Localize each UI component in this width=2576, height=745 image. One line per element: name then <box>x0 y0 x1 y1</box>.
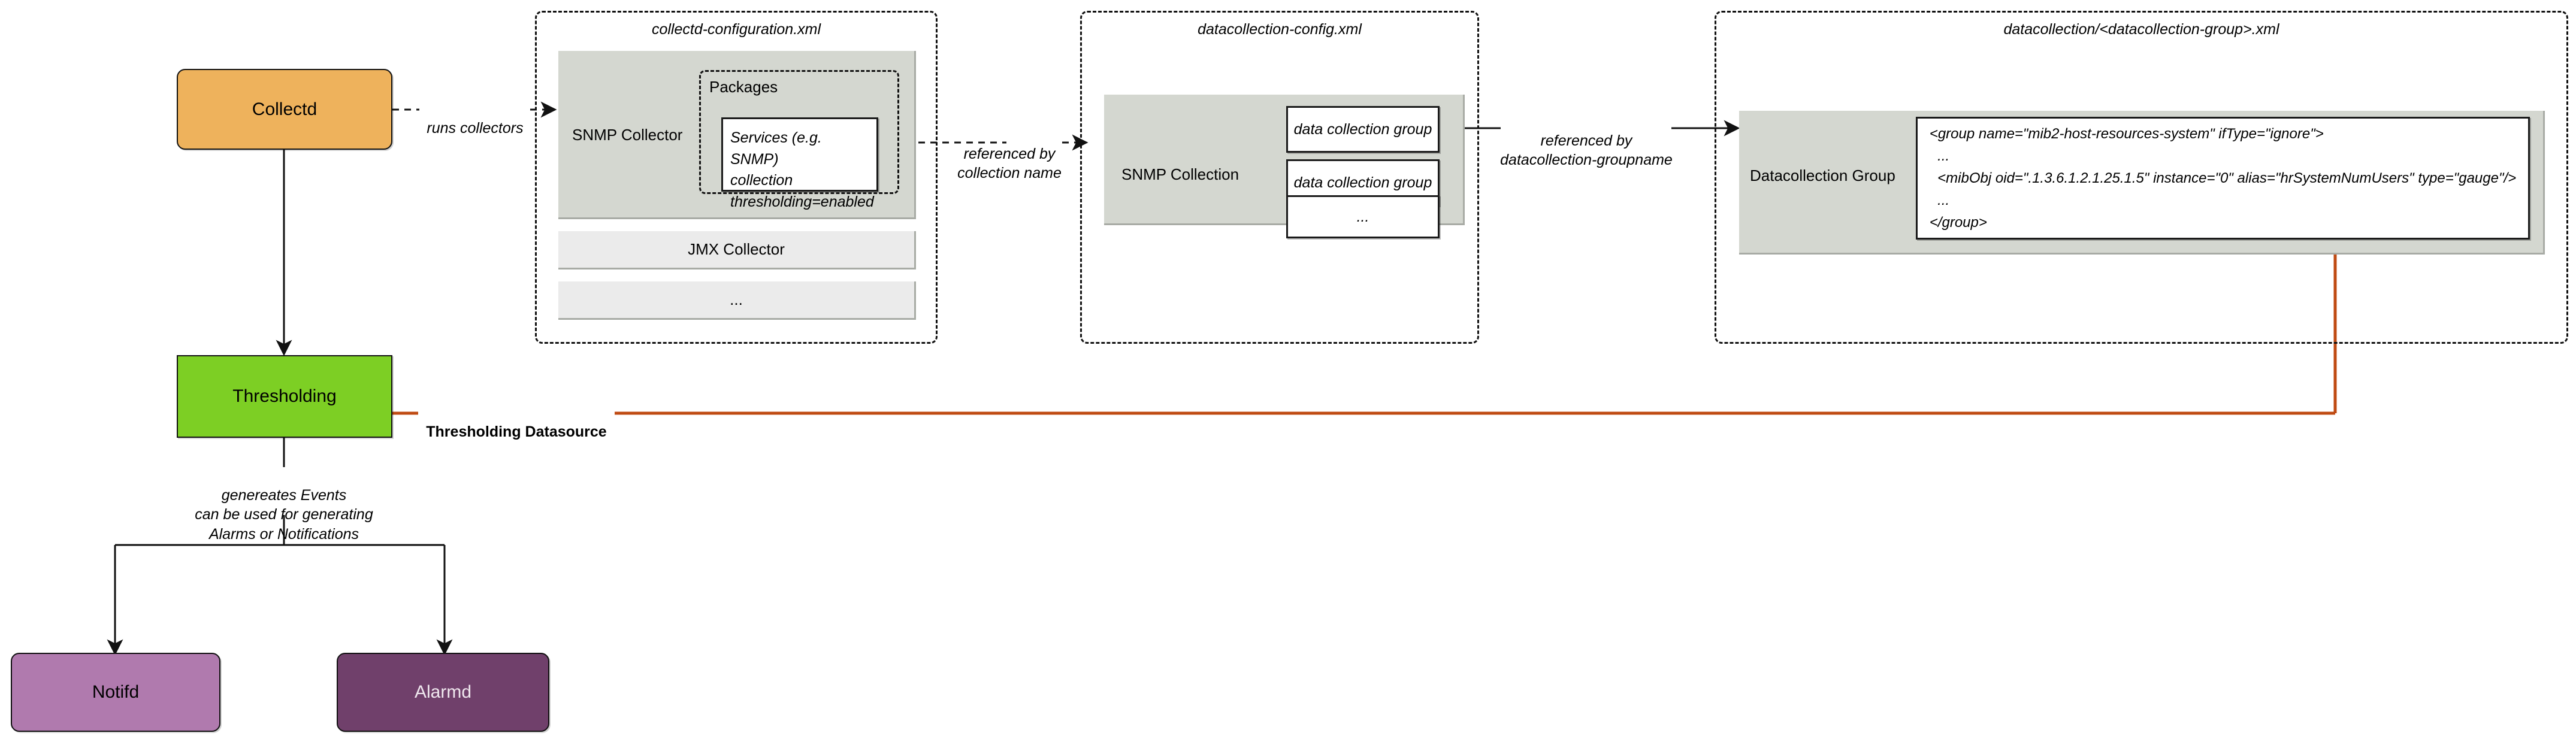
container-collectd-configuration-xml: collectd-configuration.xml <box>535 11 938 344</box>
row-jmx-collector[interactable]: JMX Collector <box>558 231 916 269</box>
container-collectd-configuration-title: collectd-configuration.xml <box>651 21 821 38</box>
edge-label-thresholding-datasource: Thresholding Datasource <box>418 402 615 441</box>
row-jmx-collector-label: JMX Collector <box>688 240 785 258</box>
edge-label-runs-collectors: runs collectors <box>427 119 524 137</box>
box-data-collection-group-more-label: ... <box>1356 208 1369 225</box>
node-notifd[interactable]: Notifd <box>11 653 220 732</box>
box-services-text: Services (e.g. SNMP) collection threshol… <box>730 129 874 210</box>
box-data-collection-group-2-label: data collection group <box>1293 174 1432 191</box>
datacollection-group-xml-code: <group name="mib2-host-resources-system"… <box>1929 125 2517 231</box>
row-other-collectors[interactable]: ... <box>558 281 916 320</box>
node-collectd-label: Collectd <box>252 99 318 119</box>
box-datacollection-group-xml-snippet[interactable]: <group name="mib2-host-resources-system"… <box>1916 117 2530 240</box>
container-datacollection-config-xml: datacollection-config.xml <box>1080 11 1479 344</box>
node-thresholding-label: Thresholding <box>232 386 337 406</box>
node-alarmd-label: Alarmd <box>414 682 472 702</box>
container-datacollection-group-title: datacollection/<datacollection-group>.xm… <box>2003 21 2279 38</box>
node-collectd[interactable]: Collectd <box>177 69 392 150</box>
edge-label-referenced-by-groupname: referenced by datacollection-groupname <box>1500 132 1673 169</box>
panel-datacollection-group-label: Datacollection Group <box>1750 166 1895 184</box>
box-packages-title: Packages <box>709 78 778 96</box>
box-data-collection-group-1[interactable]: data collection group <box>1286 106 1440 153</box>
edge-label-referenced-by-collection-name: referenced by collection name <box>957 145 1062 182</box>
node-thresholding[interactable]: Thresholding <box>177 355 392 438</box>
panel-snmp-collector-label: SNMP Collector <box>572 126 683 144</box>
box-services[interactable]: Services (e.g. SNMP) collection threshol… <box>721 117 878 210</box>
container-datacollection-config-title: datacollection-config.xml <box>1198 21 1362 38</box>
row-other-collectors-label: ... <box>730 290 743 308</box>
container-datacollection-group-xml: datacollection/<datacollection-group>.xm… <box>1715 11 2568 344</box>
node-alarmd[interactable]: Alarmd <box>337 653 549 732</box>
panel-snmp-collection-label: SNMP Collection <box>1121 165 1239 183</box>
box-packages: Packages <box>699 70 899 194</box>
box-data-collection-group-1-label: data collection group <box>1293 120 1432 138</box>
node-notifd-label: Notifd <box>92 682 140 702</box>
edge-label-generates-events: genereates Events can be used for genera… <box>195 486 373 543</box>
box-data-collection-group-more[interactable]: ... <box>1286 195 1440 238</box>
